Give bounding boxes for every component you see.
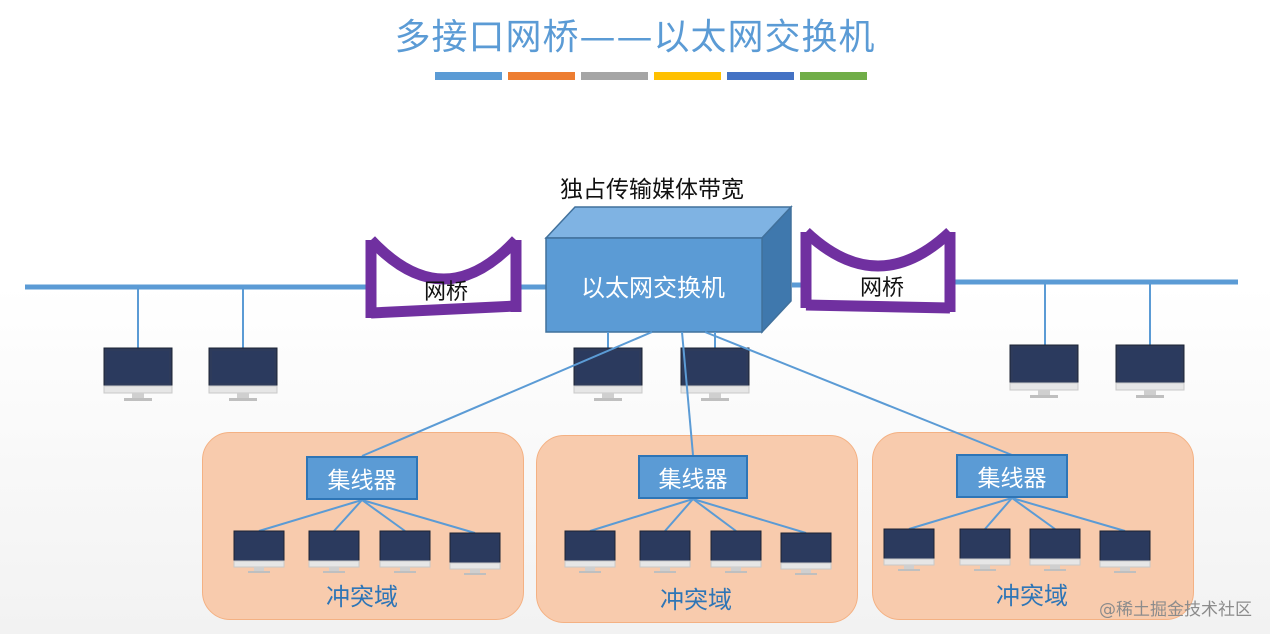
- hub2-computer-3: [710, 530, 762, 574]
- collision-domain-2: [536, 435, 858, 623]
- hub3-links: [908, 497, 1126, 532]
- left-bridge-shape: [365, 236, 522, 319]
- left-computer-1: [103, 347, 173, 402]
- color-strip: [435, 72, 867, 80]
- switch-hub1-link: [361, 331, 653, 457]
- collision-domain-label-3: 冲突域: [996, 582, 1068, 610]
- hub2-links: [589, 498, 807, 534]
- center-computer-2: [680, 347, 750, 402]
- bandwidth-label: 独占传输媒体带宽: [560, 177, 744, 203]
- hub1-computer-4: [449, 532, 501, 576]
- hub-1: 集线器: [306, 456, 418, 500]
- hub2-computer-1: [564, 530, 616, 574]
- strip-segment-orange: [508, 72, 575, 80]
- right-bridge-shape: [800, 227, 956, 314]
- switch-hub3-link: [704, 331, 1013, 456]
- strip-segment-yellow: [654, 72, 721, 80]
- hub-3: 集线器: [956, 454, 1068, 498]
- left-bridge-label: 网桥: [423, 280, 468, 305]
- strip-segment-blue: [435, 72, 502, 80]
- strip-segment-green: [800, 72, 867, 80]
- hub3-computer-1: [883, 528, 935, 572]
- left-computer-2: [208, 347, 278, 402]
- collision-domain-label-1: 冲突域: [326, 583, 398, 611]
- slide-title: 多接口网桥——以太网交换机: [394, 17, 876, 58]
- collision-domain-label-2: 冲突域: [660, 586, 732, 614]
- right-bridge-label: 网桥: [859, 276, 904, 301]
- strip-segment-darkblue: [727, 72, 794, 80]
- hub1-links: [258, 499, 476, 534]
- strip-segment-gray: [581, 72, 648, 80]
- hub1-computer-3: [379, 530, 431, 574]
- switch-hub2-link: [681, 331, 694, 456]
- right-computer-1: [1009, 344, 1079, 399]
- right-computer-2: [1115, 344, 1185, 399]
- watermark: @稀土掘金技术社区: [1099, 600, 1252, 620]
- hub3-computer-3: [1029, 528, 1081, 572]
- hub2-computer-2: [639, 530, 691, 574]
- hub3-computer-4: [1099, 530, 1151, 574]
- hub1-computer-1: [233, 530, 285, 574]
- ethernet-switch-cube: [544, 205, 793, 334]
- switch-label: 以太网交换机: [581, 273, 725, 302]
- hub1-computer-2: [308, 530, 360, 574]
- center-computer-1: [573, 347, 643, 402]
- hub-2: 集线器: [638, 455, 748, 499]
- hub2-computer-4: [780, 532, 832, 576]
- hub3-computer-2: [959, 528, 1011, 572]
